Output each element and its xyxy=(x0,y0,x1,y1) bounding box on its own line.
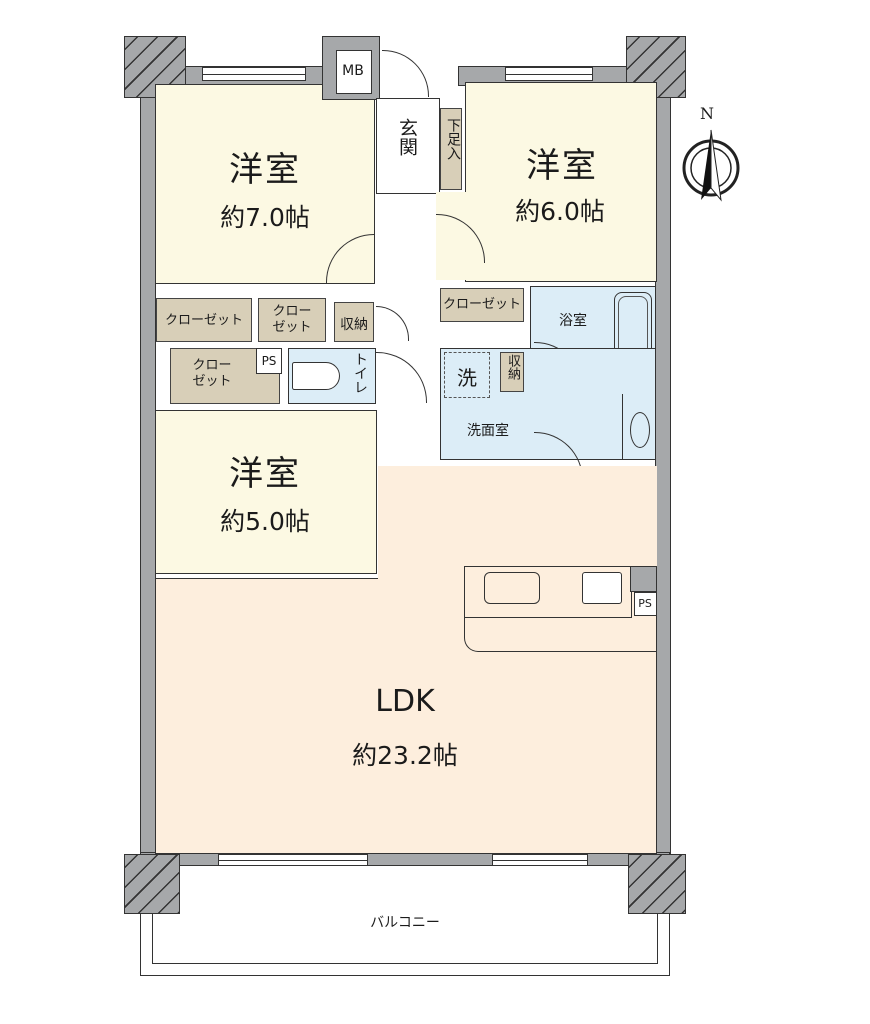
pillar-top-right xyxy=(626,36,686,98)
room-2-name: 洋室 xyxy=(526,146,598,186)
storage-2[interactable] xyxy=(500,352,524,392)
shoe-storage-label: 下足入 xyxy=(445,118,461,160)
entrance-label: 玄関 xyxy=(396,118,418,156)
ldk-name: LDK xyxy=(375,684,435,719)
window-ldk-left xyxy=(218,854,368,866)
pipe-space-1-label: PS xyxy=(261,354,277,368)
ldk-hall-join xyxy=(378,466,438,580)
kitchen-peninsula xyxy=(464,616,657,652)
room-2-size: 約6.0帖 xyxy=(515,197,605,226)
pillar-bottom-right xyxy=(628,854,686,914)
ldk xyxy=(155,578,657,854)
western-room-3 xyxy=(155,410,377,574)
outer-wall-right xyxy=(655,90,671,860)
toilet-fixture-icon xyxy=(292,362,340,390)
room-3-size: 約5.0帖 xyxy=(220,507,310,536)
storage-2-label: 収納 xyxy=(505,354,520,380)
meter-box-label: MB xyxy=(342,63,364,79)
closet-4[interactable] xyxy=(440,288,524,322)
sink-icon xyxy=(630,412,650,448)
room-1-size: 約7.0帖 xyxy=(220,203,310,232)
window-ldk-right xyxy=(492,854,588,866)
closet-4-label: クローゼット xyxy=(442,297,521,312)
laundry-space xyxy=(444,352,490,398)
western-room-2 xyxy=(465,82,657,282)
closet-2-label: クロー ゼット xyxy=(272,304,312,335)
pipe-space-2-label: PS xyxy=(638,597,652,610)
outer-wall-left xyxy=(140,90,156,860)
ps-wall xyxy=(630,566,657,592)
room-1-name: 洋室 xyxy=(229,150,301,190)
bathroom-label: 浴室 xyxy=(559,313,587,329)
entrance xyxy=(376,98,440,194)
kitchen-sink-icon xyxy=(484,572,540,604)
washroom-label: 洗面室 xyxy=(467,423,509,439)
meter-box xyxy=(336,50,372,94)
pipe-space-1 xyxy=(256,348,282,374)
storage-1-label: 収納 xyxy=(340,317,368,333)
room-3-name: 洋室 xyxy=(229,454,301,494)
balcony-inner xyxy=(152,914,658,964)
closet-1-label: クローゼット xyxy=(164,313,243,328)
laundry-label: 洗 xyxy=(457,366,477,390)
pipe-space-2 xyxy=(634,592,657,616)
closet-1[interactable] xyxy=(156,298,252,342)
ldk-size: 約23.2帖 xyxy=(352,741,458,770)
balcony-outer xyxy=(140,914,670,976)
vanity xyxy=(622,394,656,460)
pillar-bottom-left xyxy=(124,854,180,914)
compass-icon xyxy=(682,129,740,202)
balcony-label: バルコニー xyxy=(370,915,440,931)
closet-2[interactable] xyxy=(258,298,326,342)
stove-icon xyxy=(582,572,622,604)
closet-3-label: クロー ゼット xyxy=(192,358,232,389)
ldk-upper xyxy=(436,466,657,580)
front-door[interactable] xyxy=(382,50,429,97)
window-room-2 xyxy=(505,67,593,81)
toilet-label: トイレ xyxy=(352,352,368,394)
shoe-storage[interactable] xyxy=(440,108,462,190)
compass-north-label: N xyxy=(700,104,714,123)
storage-1[interactable] xyxy=(334,302,374,342)
window-room-1 xyxy=(202,67,306,81)
